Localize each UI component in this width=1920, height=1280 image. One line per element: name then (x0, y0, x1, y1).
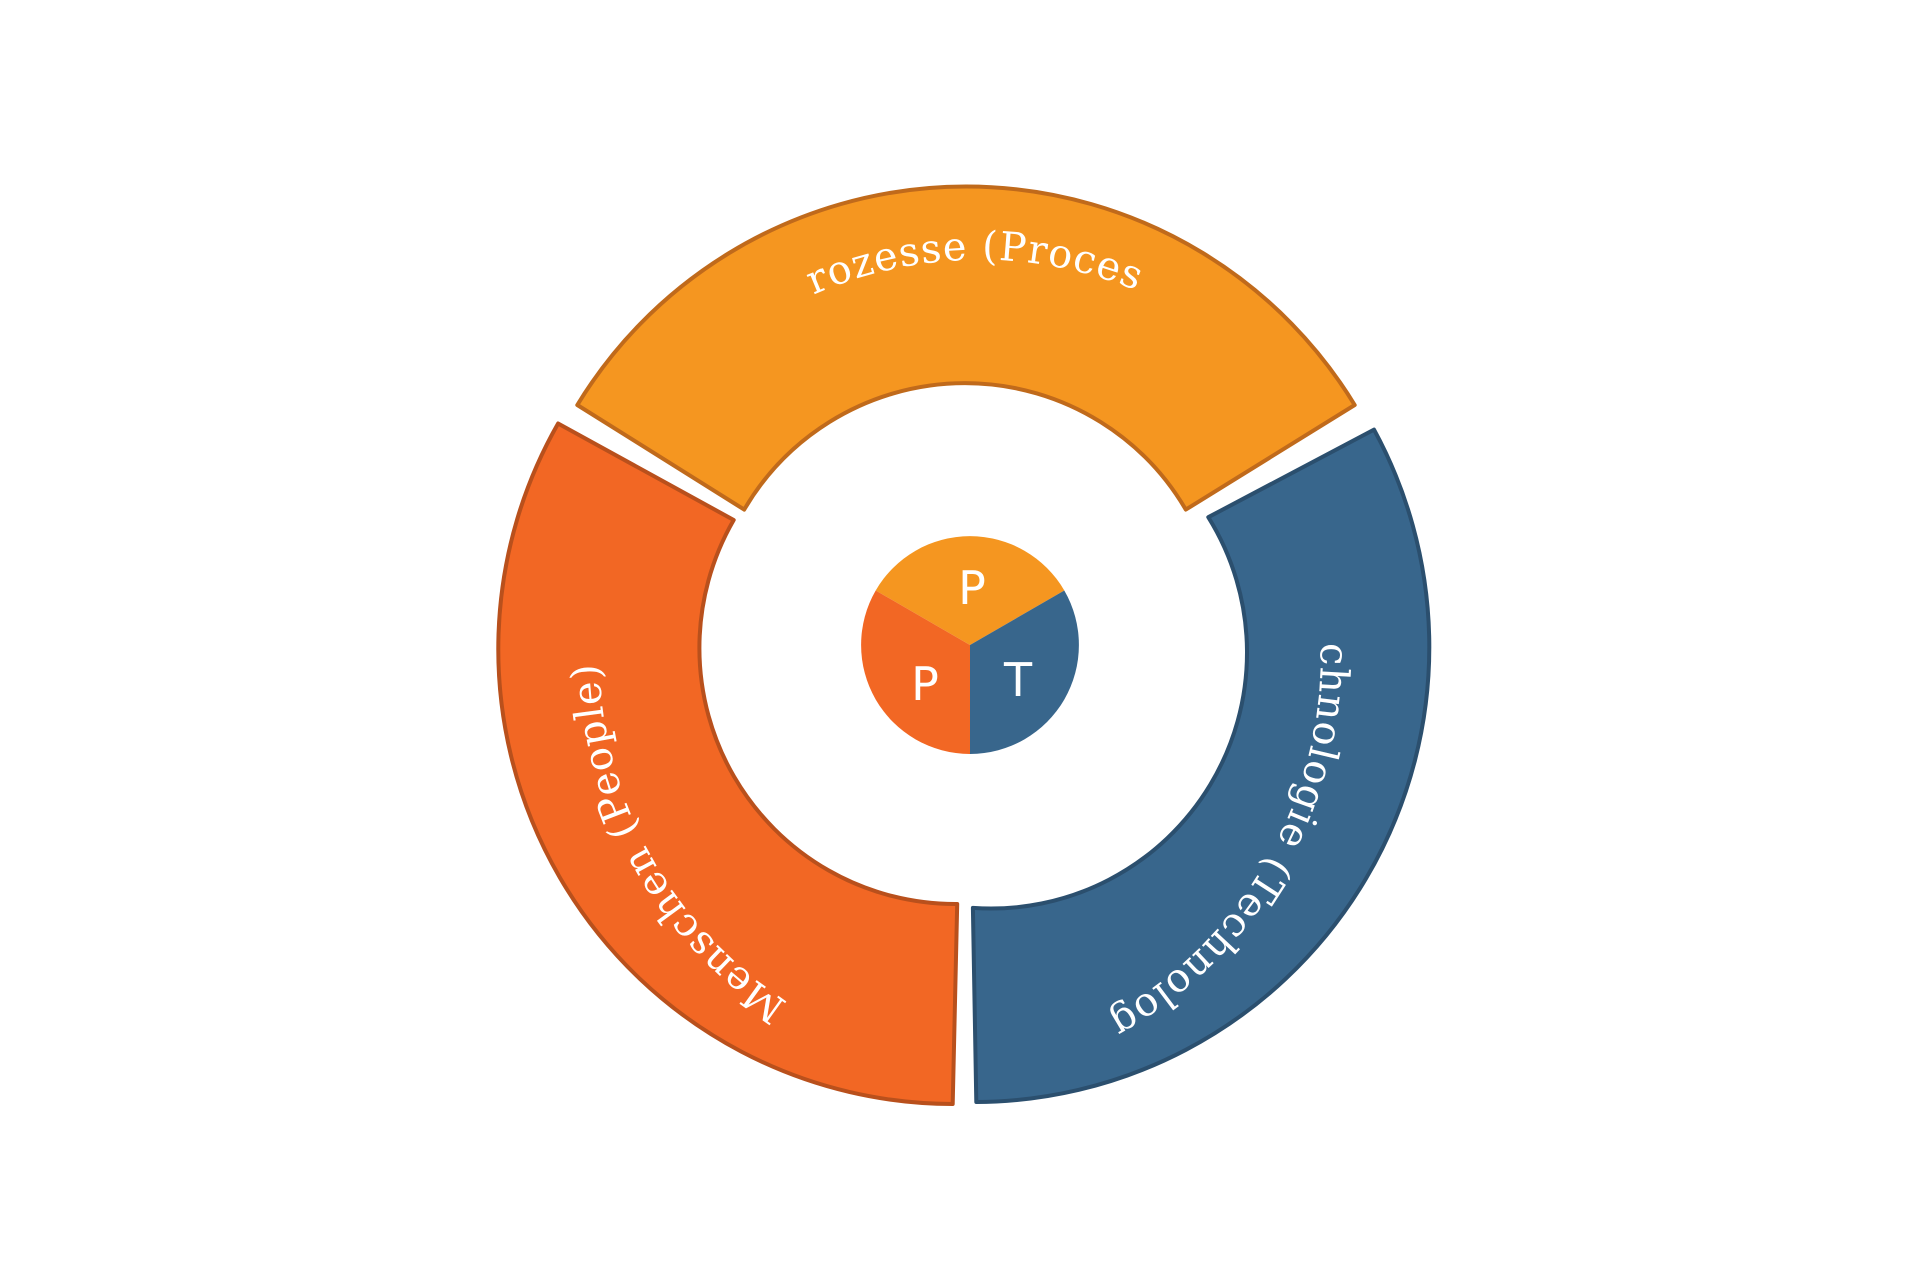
core-process-slice (875, 536, 1065, 645)
core-letter-people: P (911, 657, 939, 711)
process-segment (575, 184, 1357, 512)
core-technology-slice (970, 590, 1079, 754)
core-pie: P T P (861, 536, 1079, 754)
outer-ring (496, 184, 1432, 1106)
people-segment (496, 421, 960, 1106)
core-letter-process: P (958, 561, 986, 615)
core-letter-technology: T (1003, 653, 1033, 707)
process-label: Prozesse (Process) (0, 0, 1150, 304)
technology-segment (970, 427, 1432, 1104)
core-people-slice (861, 590, 970, 754)
